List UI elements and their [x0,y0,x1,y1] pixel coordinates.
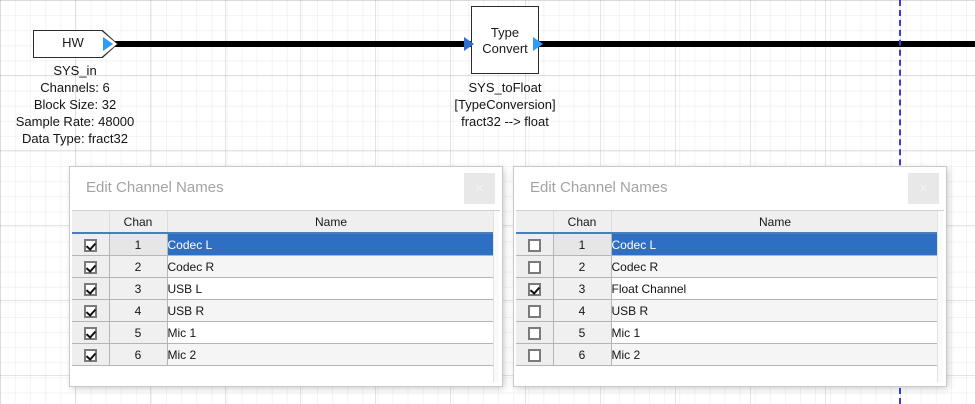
row-chan-number: 3 [553,277,612,300]
row-channel-name[interactable]: Mic 2 [167,343,496,366]
typeconvert-input-port-icon[interactable] [464,37,474,51]
row-channel-name[interactable]: USB L [167,277,496,300]
row-checkbox-cell[interactable] [72,343,110,366]
checkbox-checked-icon[interactable] [527,282,541,296]
row-chan-number: 2 [109,255,168,278]
checkbox-unchecked-icon[interactable] [527,304,541,318]
row-checkbox-cell[interactable] [516,299,554,322]
row-checkbox-cell[interactable] [72,299,110,322]
checkbox-unchecked-icon[interactable] [527,260,541,274]
row-checkbox-cell[interactable] [516,233,554,256]
checkbox-unchecked-icon[interactable] [527,326,541,340]
checkbox-checked-icon[interactable] [83,304,97,318]
dialog-titlebar[interactable]: Edit Channel Names × [514,167,946,210]
row-chan-number: 5 [553,321,612,344]
checkbox-checked-icon[interactable] [83,260,97,274]
row-checkbox-cell[interactable] [72,233,110,256]
table-header-row: Chan Name [72,211,496,234]
column-header-checkbox[interactable] [72,211,110,234]
wire-hw-to-typeconvert[interactable] [108,41,471,47]
dialog-titlebar[interactable]: Edit Channel Names × [70,167,502,210]
row-chan-number: 6 [553,343,612,366]
row-channel-name[interactable]: Codec R [167,255,496,278]
row-checkbox-cell[interactable] [72,321,110,344]
column-header-chan[interactable]: Chan [109,211,168,234]
checkbox-checked-icon[interactable] [83,282,97,296]
dialog-title: Edit Channel Names [530,179,668,196]
row-channel-name[interactable]: USB R [167,299,496,322]
table-header-row: Chan Name [516,211,940,234]
row-chan-number: 3 [109,277,168,300]
dialog-title: Edit Channel Names [86,179,224,196]
wire-typeconvert-output[interactable] [538,41,975,47]
checkbox-checked-icon[interactable] [83,326,97,340]
row-channel-name[interactable]: Codec L [167,233,496,256]
hw-output-port-icon[interactable] [103,37,113,51]
row-chan-number: 1 [109,233,168,256]
row-chan-number: 1 [553,233,612,256]
hw-block-label: HW [62,35,84,50]
column-header-name[interactable]: Name [167,211,496,234]
row-channel-name[interactable]: Mic 1 [611,321,940,344]
row-chan-number: 2 [553,255,612,278]
close-icon[interactable]: × [908,173,939,204]
row-checkbox-cell[interactable] [516,255,554,278]
close-icon[interactable]: × [464,173,495,204]
column-header-chan[interactable]: Chan [553,211,612,234]
checkbox-unchecked-icon[interactable] [527,238,541,252]
row-channel-name[interactable]: Float Channel [611,277,940,300]
row-chan-number: 5 [109,321,168,344]
row-channel-name[interactable]: USB R [611,299,940,322]
row-channel-name[interactable]: Codec L [611,233,940,256]
row-checkbox-cell[interactable] [72,255,110,278]
table-vertical-scrollbar[interactable] [937,211,943,382]
row-chan-number: 4 [553,299,612,322]
row-checkbox-cell[interactable] [72,277,110,300]
row-checkbox-cell[interactable] [516,321,554,344]
row-channel-name[interactable]: Mic 1 [167,321,496,344]
row-chan-number: 4 [109,299,168,322]
row-checkbox-cell[interactable] [516,277,554,300]
row-chan-number: 6 [109,343,168,366]
row-checkbox-cell[interactable] [516,343,554,366]
row-channel-name[interactable]: Mic 2 [611,343,940,366]
table-vertical-scrollbar[interactable] [493,211,499,382]
hw-block-caption: SYS_in Channels: 6 Block Size: 32 Sample… [15,63,135,146]
column-header-checkbox[interactable] [516,211,554,234]
row-channel-name[interactable]: Codec R [611,255,940,278]
checkbox-checked-icon[interactable] [83,348,97,362]
checkbox-unchecked-icon[interactable] [527,348,541,362]
typeconvert-output-port-icon[interactable] [533,37,543,51]
typeconvert-block-caption: SYS_toFloat [TypeConversion] fract32 -->… [454,80,556,129]
checkbox-checked-icon[interactable] [83,238,97,252]
typeconvert-block-label: Type Convert [482,25,528,56]
column-header-name[interactable]: Name [611,211,940,234]
